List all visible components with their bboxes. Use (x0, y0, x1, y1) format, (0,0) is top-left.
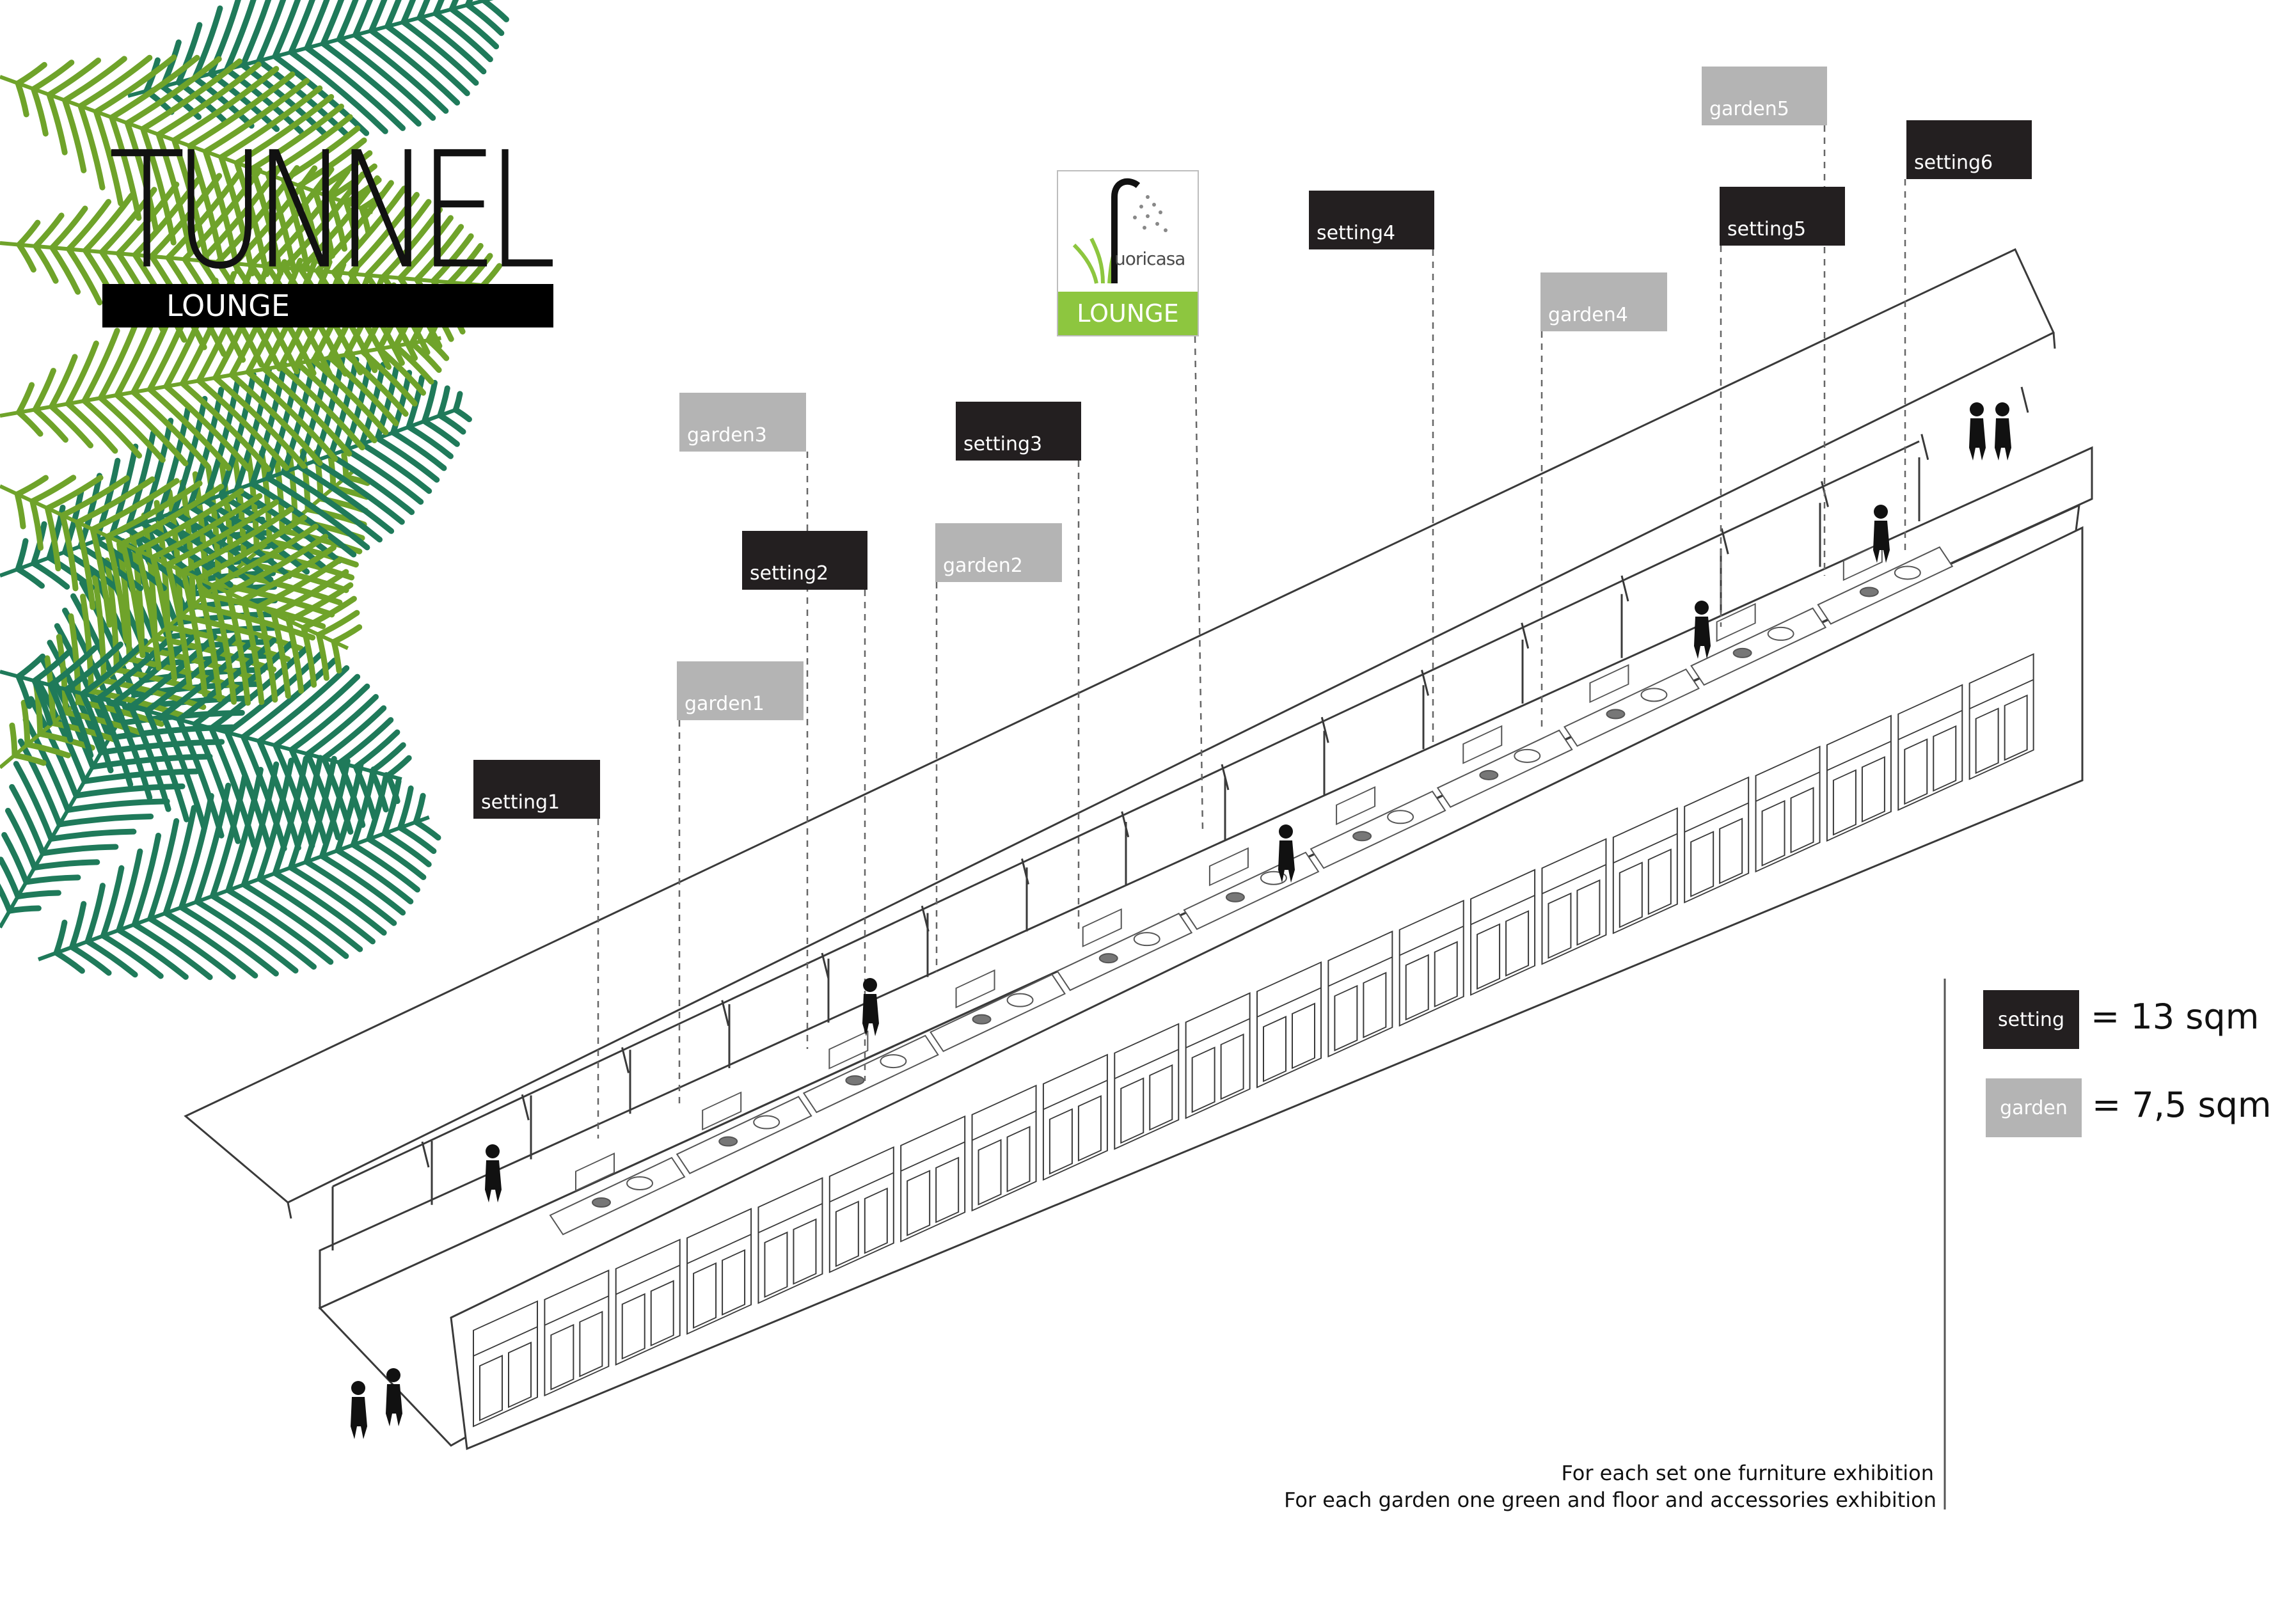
exhibition-module (676, 1091, 812, 1174)
exhibition-module (549, 1152, 686, 1236)
railing-top (332, 440, 1920, 1188)
exhibition-module (1056, 908, 1193, 991)
tag-garden2: garden2 (935, 523, 1062, 582)
facade-bay (1541, 838, 1607, 965)
tag-garden3: garden3 (679, 393, 806, 452)
roof-hanger (621, 1047, 629, 1073)
roof-hanger (421, 1141, 430, 1168)
leader-line (1194, 336, 1204, 832)
roof-hanger (1920, 434, 1929, 461)
tag-garden4: garden4 (1540, 272, 1667, 331)
facade-bay (828, 1146, 894, 1273)
exhibition-module (1183, 847, 1320, 931)
exhibition-module (1690, 603, 1827, 686)
tag-garden1: garden1 (677, 661, 804, 720)
facade-bay (1114, 1023, 1180, 1150)
facade-bay (1256, 961, 1322, 1089)
exhibition-module (802, 1030, 939, 1114)
tag-setting3: setting3 (956, 402, 1081, 461)
roof-hanger (521, 1094, 530, 1121)
palm-frond (37, 755, 441, 981)
person-silhouette (862, 978, 879, 1036)
roof-hanger (2020, 386, 2029, 413)
person-silhouette (386, 1368, 402, 1426)
palm-frond (127, 0, 509, 137)
facade-bay (1327, 930, 1393, 1058)
facade-bay (1612, 807, 1678, 934)
page-subtitle: LOUNGE (102, 284, 553, 327)
facade-bay (544, 1269, 610, 1397)
legend-garden-value: = 7,5 sqm (2092, 1085, 2272, 1125)
roof-hanger (721, 1000, 730, 1027)
facade-bay (615, 1238, 681, 1366)
roof-hanger (821, 952, 830, 979)
person-silhouette (1969, 402, 1986, 461)
facade-bay (686, 1208, 752, 1335)
logo-wordmark: uoricasa (1114, 248, 1185, 269)
person-silhouette (1694, 601, 1711, 659)
person-silhouette (1873, 505, 1890, 563)
facade-bay (900, 1115, 966, 1243)
legend-setting-value: = 13 sqm (2091, 997, 2260, 1037)
tag-setting6: setting6 (1906, 120, 2032, 179)
facade-bay (1042, 1053, 1108, 1181)
person-silhouette (1995, 402, 2011, 461)
tag-garden5: garden5 (1702, 67, 1827, 125)
facade-bay (1897, 684, 1963, 811)
person-silhouette (1278, 824, 1295, 883)
legend-garden-swatch: garden (1986, 1078, 2082, 1137)
tag-setting2: setting2 (742, 531, 867, 590)
note-line-2: For each garden one green and floor and … (1284, 1488, 1936, 1512)
legend-setting-swatch: setting (1983, 990, 2079, 1049)
logo-label: LOUNGE (1058, 292, 1198, 335)
exhibition-module (1563, 664, 1700, 747)
facade-bay (1185, 992, 1251, 1119)
facade-bay (757, 1177, 823, 1304)
palm-frond (0, 475, 363, 706)
facade-bay (1470, 869, 1536, 996)
facade-bay (1826, 714, 1892, 842)
facade-bay (1684, 776, 1750, 904)
person-silhouette (485, 1144, 502, 1202)
fuoricasa-logo: uoricasa LOUNGE (1057, 170, 1199, 336)
tag-setting1: setting1 (473, 760, 600, 819)
facade-windows (473, 653, 2034, 1428)
exhibition-module (1817, 542, 1954, 625)
logo-mark (1072, 178, 1168, 284)
person-silhouette (351, 1381, 367, 1439)
tag-setting4: setting4 (1309, 191, 1434, 249)
page-title: TUNNEL (109, 118, 557, 304)
facade-bay (1968, 653, 2034, 780)
facade-bay (1755, 745, 1821, 873)
exhibition-module (1436, 725, 1573, 808)
note-line-1: For each set one furniture exhibition (1561, 1461, 1935, 1485)
facade-bay (473, 1300, 538, 1428)
exhibition-module (930, 969, 1066, 1052)
tunnel-roof (184, 248, 2056, 1219)
palm-frond (0, 54, 386, 278)
railing-posts (331, 386, 2029, 1250)
facade-bay (1398, 899, 1464, 1027)
people-silhouettes (351, 402, 2011, 1439)
facade-bay (971, 1084, 1037, 1212)
exhibition-modules (549, 542, 1954, 1236)
tag-setting5: setting5 (1720, 187, 1845, 246)
exhibition-module (1310, 786, 1446, 869)
